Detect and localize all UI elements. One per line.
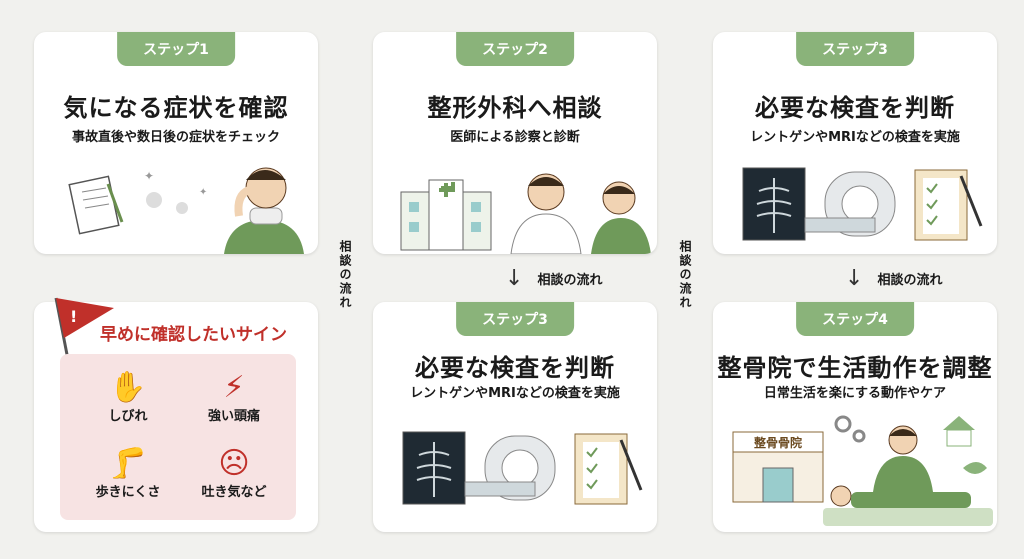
hospital-consult-illustration xyxy=(400,173,651,254)
step3-top-card: ステップ3 必要な検査を判断 レントゲンやMRIなどの検査を実施 xyxy=(713,32,997,254)
flow-vertical-label-2: 相談の流れ xyxy=(678,240,692,310)
step1-title: 気になる症状を確認 xyxy=(63,94,289,122)
sign-walking: 🦵 歩きにくさ xyxy=(78,446,178,500)
xray-icon xyxy=(402,431,466,505)
flow-vertical-label-1: 相談の流れ xyxy=(338,240,352,310)
leaf-icon xyxy=(963,462,987,474)
xray-icon xyxy=(742,167,806,241)
step3-top-subtitle: レントゲンやMRIなどの検査を実施 xyxy=(750,130,960,145)
down-arrow-icon: ↓ xyxy=(845,266,864,291)
svg-text:✦: ✦ xyxy=(199,187,207,198)
patient-lying-icon xyxy=(823,485,993,526)
warning-title: 早めに確認したいサイン xyxy=(100,325,287,345)
svg-text:整骨骨院: 整骨骨院 xyxy=(753,435,802,450)
mri-icon xyxy=(804,171,896,237)
mri-icon xyxy=(464,435,556,501)
neck-pain-illustration: ✦✦ xyxy=(68,167,304,254)
step3-middle-subtitle: レントゲンやMRIなどの検査を実施 xyxy=(410,386,620,401)
step4-subtitle: 日常生活を楽にする動作やケア xyxy=(763,386,947,401)
step2-subtitle: 医師による診察と診断 xyxy=(450,130,580,145)
step3-middle-badge: ステップ3 xyxy=(456,302,574,336)
step3-middle-card: ステップ3 必要な検査を判断 レントゲンやMRIなどの検査を実施 xyxy=(373,302,657,532)
step3-middle-title: 必要な検査を判断 xyxy=(415,354,615,382)
house-icon xyxy=(943,416,975,447)
svg-text:✦: ✦ xyxy=(144,169,154,183)
step1-subtitle: 事故直後や数日後の症状をチェック xyxy=(71,130,280,145)
step1-badge: ステップ1 xyxy=(117,32,235,66)
step2-card: ステップ2 整形外科へ相談 医師による診察と診断 xyxy=(373,32,657,254)
flow-arrow-middle: ↓ 相談の流れ xyxy=(505,266,602,291)
svg-text:!: ! xyxy=(70,307,77,326)
checklist-icon xyxy=(914,169,983,241)
clinic-building-icon: 整骨骨院 xyxy=(732,431,824,503)
step4-badge: ステップ4 xyxy=(796,302,914,336)
clinic-care-illustration: 整骨骨院 xyxy=(732,415,993,526)
step3-top-title: 必要な検査を判断 xyxy=(755,94,955,122)
therapist-icon xyxy=(873,425,933,492)
step2-badge: ステップ2 xyxy=(456,32,574,66)
notepad-icon xyxy=(68,175,124,235)
doctor-icon xyxy=(510,173,582,254)
step2-title: 整形外科へ相談 xyxy=(427,94,603,122)
step4-title: 整骨院で生活動作を調整 xyxy=(717,354,993,382)
exam-illustration xyxy=(742,167,983,241)
sign-nausea: ☹ 吐き気など xyxy=(184,446,284,500)
gear-icon xyxy=(834,415,866,443)
flow-label-middle: 相談の流れ xyxy=(537,273,603,288)
headache-icon: ⚡ xyxy=(223,370,245,405)
flow-label-right: 相談の流れ xyxy=(877,273,943,288)
step1-card: ステップ1 気になる症状を確認 事故直後や数日後の症状をチェック ✦✦ xyxy=(34,32,318,254)
warning-signs-box xyxy=(60,354,296,520)
sign-numbness: ✋ しびれ xyxy=(78,370,178,424)
patient-icon xyxy=(591,181,651,254)
checklist-icon xyxy=(574,433,643,505)
flow-arrow-right: ↓ 相談の流れ xyxy=(845,266,942,291)
step3-top-badge: ステップ3 xyxy=(796,32,914,66)
sign-headache: ⚡ 強い頭痛 xyxy=(184,370,284,424)
down-arrow-icon: ↓ xyxy=(505,266,524,291)
person-neck-brace-icon xyxy=(224,167,304,254)
hand-tingling-icon: ✋ xyxy=(109,370,147,405)
leg-pain-icon: 🦵 xyxy=(109,446,147,481)
exam-illustration xyxy=(402,431,643,505)
nausea-face-icon: ☹ xyxy=(218,446,250,481)
warning-card: ! 早めに確認したいサイン ✋ しびれ ⚡ 強い頭痛 🦵 歩きにくさ ☹ 吐き気… xyxy=(34,297,318,532)
hospital-icon xyxy=(400,179,492,251)
step4-card: ステップ4 整骨院で生活動作を調整 日常生活を楽にする動作やケア 整骨骨院 xyxy=(713,302,997,532)
